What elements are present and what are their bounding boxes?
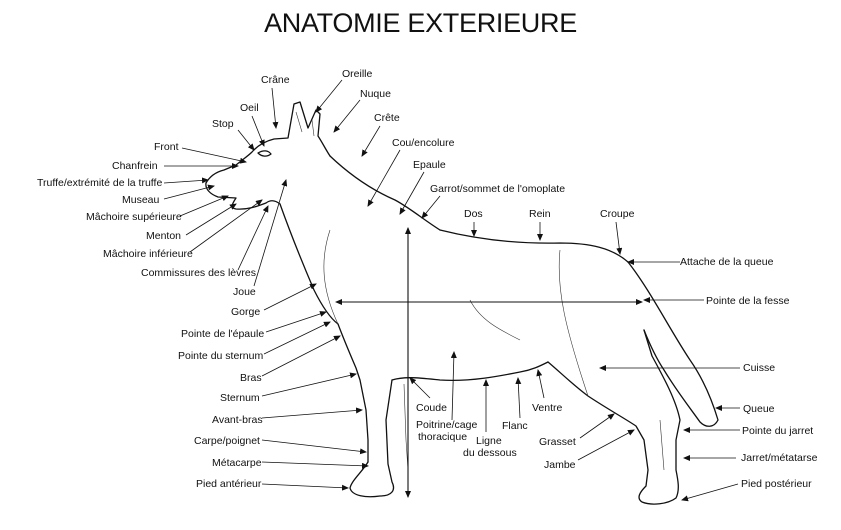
- label-jambe: Jambe: [544, 459, 576, 471]
- measurement-lines: [335, 227, 643, 498]
- label-attache-queue: Attache de la queue: [680, 256, 774, 268]
- label-machoire-sup: Mâchoire supérieure: [86, 211, 182, 223]
- label-croupe: Croupe: [600, 208, 635, 220]
- label-grasset: Grasset: [539, 436, 576, 448]
- label-jarret-metatarse: Jarret/métatarse: [741, 452, 818, 464]
- label-museau: Museau: [122, 194, 160, 206]
- label-gorge: Gorge: [231, 306, 261, 318]
- label-machoire-inf: Mâchoire inférieure: [103, 248, 193, 260]
- label-pointe-epaule: Pointe de l'épaule: [181, 328, 265, 340]
- label-sternum: Sternum: [220, 392, 260, 404]
- label-ligne-2: du dessous: [463, 447, 517, 459]
- label-pointe-sternum: Pointe du sternum: [178, 350, 264, 362]
- label-poitrine-2: thoracique: [418, 431, 468, 443]
- label-rein: Rein: [529, 208, 551, 220]
- label-front: Front: [154, 141, 179, 153]
- label-avant-bras: Avant-bras: [212, 414, 263, 426]
- label-joue: Joue: [233, 286, 256, 298]
- label-oeil: Oeil: [240, 102, 259, 114]
- label-crete: Crête: [374, 112, 400, 124]
- label-oreille: Oreille: [342, 68, 373, 80]
- label-pied-anterieur: Pied antérieur: [196, 478, 262, 490]
- label-epaule: Epaule: [413, 159, 446, 171]
- label-carpe: Carpe/poignet: [194, 435, 260, 447]
- label-pointe-fesse: Pointe de la fesse: [706, 295, 790, 307]
- label-ligne-1: Ligne: [476, 435, 502, 447]
- label-queue: Queue: [743, 403, 775, 415]
- label-cuisse: Cuisse: [743, 362, 776, 374]
- label-bras: Bras: [240, 372, 262, 384]
- label-coude: Coude: [416, 402, 447, 414]
- label-truffe: Truffe/extrémité de la truffe: [37, 177, 163, 189]
- label-pointe-jarret: Pointe du jarret: [742, 425, 814, 437]
- diagram-title: ANATOMIE EXTERIEURE: [264, 8, 577, 38]
- label-chanfrein: Chanfrein: [112, 160, 158, 172]
- label-metacarpe: Métacarpe: [212, 457, 262, 469]
- label-cou: Cou/encolure: [392, 137, 455, 149]
- leader-arrows: [163, 79, 740, 502]
- label-commissures: Commissures des lèvres: [141, 267, 256, 279]
- label-crane: Crâne: [261, 74, 290, 86]
- label-nuque: Nuque: [360, 88, 391, 100]
- label-menton: Menton: [146, 230, 182, 242]
- label-flanc: Flanc: [502, 420, 528, 432]
- label-pied-posterieur: Pied postérieur: [741, 478, 812, 490]
- label-garrot: Garrot/sommet de l'omoplate: [430, 183, 566, 195]
- dog-silhouette: [205, 101, 719, 505]
- label-poitrine-1: Poitrine/cage: [416, 419, 478, 431]
- label-ventre: Ventre: [532, 402, 563, 414]
- label-dos: Dos: [464, 208, 483, 220]
- label-stop: Stop: [212, 118, 234, 130]
